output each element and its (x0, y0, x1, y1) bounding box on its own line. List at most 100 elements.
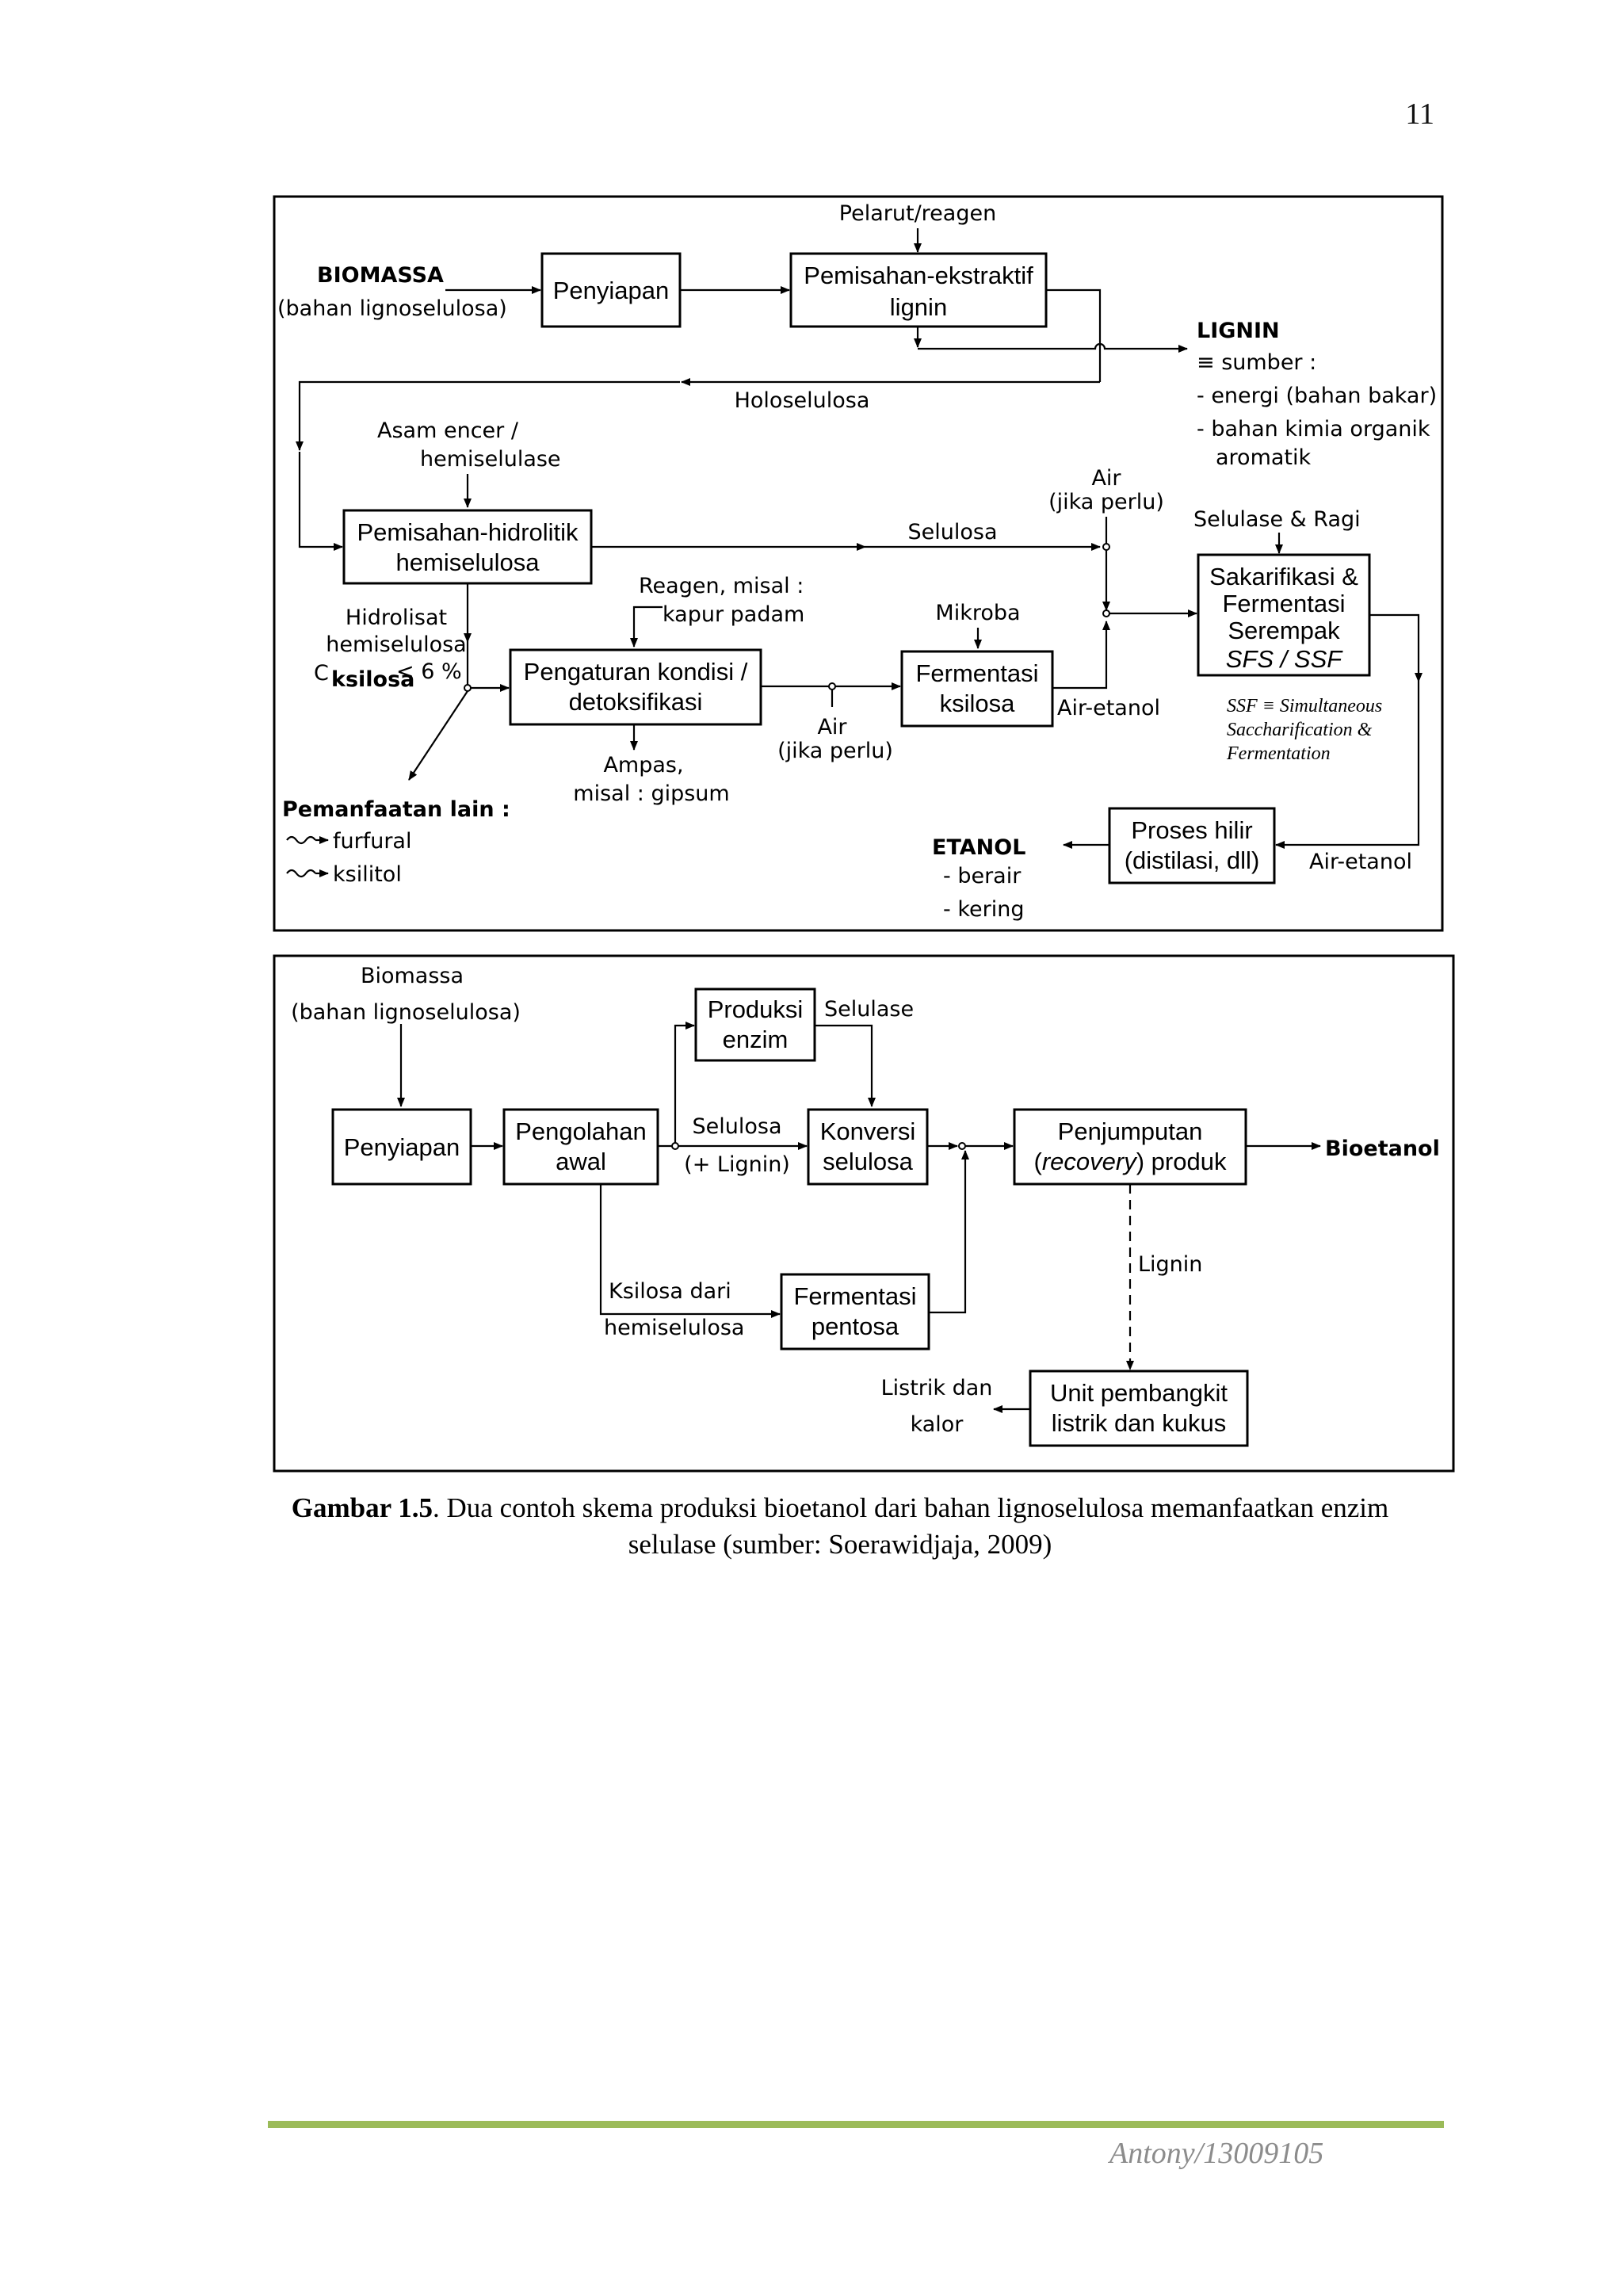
d2-label-selulosa: Selulosa (693, 1114, 782, 1139)
arrow-air-etanol-up (1052, 621, 1110, 690)
d2-box-unit-line2: listrik dan kukus (1052, 1409, 1227, 1437)
label-selulosa: Selulosa (908, 520, 998, 544)
box-fermentasi-ksilosa-line2: ksilosa (940, 690, 1016, 717)
box-ekstraktif-line2: lignin (890, 293, 947, 321)
label-biomassa: BIOMASSA (317, 263, 444, 288)
box-sakarifikasi (1197, 553, 1371, 677)
box-proses-hilir-line1: Proses hilir (1131, 816, 1252, 844)
lignin-line-3: - bahan kimia organik (1197, 417, 1430, 441)
d2-box-penyiapan-label: Penyiapan (344, 1133, 460, 1161)
label-pemanfaatan: Pemanfaatan lain : (282, 797, 510, 822)
label-holoselulosa: Holoselulosa (735, 388, 870, 413)
d2-box-pentosa-line1: Fermentasi (793, 1282, 916, 1310)
box-pengaturan-line2: detoksifikasi (569, 688, 703, 716)
d2-junction-1 (671, 1142, 679, 1150)
d2-box-pengolahan-line2: awal (556, 1148, 606, 1175)
box-sakarifikasi-line4: SFS / SSF (1226, 645, 1343, 673)
d2-box-konversi-line1: Konversi (820, 1117, 916, 1145)
d2-box-pentosa-line2: pentosa (812, 1312, 899, 1340)
junction-3 (464, 684, 472, 692)
line-holoselulosa-down (1046, 288, 1102, 382)
d2-label-ksilosa: Ksilosa dari (609, 1279, 731, 1304)
arrow-reagen-2 (630, 606, 663, 648)
d2-label-listrik: Listrik dan (881, 1376, 993, 1400)
d2-arrow-pentosa-up (929, 1150, 969, 1314)
d2-box-pengolahan-line1: Pengolahan (515, 1117, 647, 1145)
label-c-sub: ksilosa (331, 667, 414, 692)
d2-biomassa: Biomassa (361, 964, 464, 988)
box-pemisahan-ekstraktif (789, 252, 1048, 328)
d2-label-kalor: kalor (911, 1412, 964, 1437)
d2-box-penjumputan-line2: (recovery) produk (1034, 1148, 1227, 1175)
diagram1-frame (273, 195, 1444, 932)
arrow-to-pemanfaatan (408, 690, 468, 781)
label-selulase-ragi: Selulase & Ragi (1193, 507, 1361, 532)
caption-label: Gambar 1.5 (291, 1492, 433, 1523)
box-pemisahan-hidrolitik (342, 509, 593, 585)
label-ampas: Ampas, (603, 753, 683, 777)
box-hidrolitik-line2: hemiselulosa (396, 548, 540, 576)
d2-arrow-selulase (815, 1024, 876, 1107)
ssf-note-1: SSF ≡ Simultaneous (1227, 696, 1382, 716)
d2-box-konversi (807, 1108, 929, 1186)
d2-box-produksi-enzim (694, 988, 816, 1062)
d2-box-unit-pembangkit (1029, 1370, 1249, 1447)
arrow-to-lignin (918, 342, 1188, 353)
page-number: 11 (1405, 97, 1434, 131)
d2-box-penjumputan-line1: Penjumputan (1058, 1117, 1203, 1145)
label-air-etanol: Air-etanol (1057, 696, 1160, 720)
arrow-to-proses-hilir (1275, 682, 1420, 849)
label-mikroba: Mikroba (935, 601, 1020, 625)
d2-arrow-ksilosa (599, 1184, 781, 1318)
label-reagen-2: kapur padam (663, 602, 804, 627)
lignin-line-2: - energi (bahan bakar) (1197, 384, 1437, 408)
lignin-line-4: aromatik (1216, 445, 1312, 470)
footer-rule (268, 2121, 1444, 2128)
label-asam-encer-1: Asam encer / (377, 418, 519, 443)
item-ksilitol: ksilitol (333, 862, 402, 887)
box-fermentasi-ksilosa-line1: Fermentasi (915, 659, 1038, 687)
label-air-2: Air (817, 715, 847, 739)
footer-author: Antony/13009105 (1109, 2137, 1324, 2170)
line-holoselulosa-left (296, 380, 680, 451)
caption-text: . Dua contoh skema produksi bioetanol da… (433, 1492, 1389, 1560)
figure-caption: Gambar 1.5. Dua contoh skema produksi bi… (262, 1490, 1419, 1563)
lignin-line-1: ≡ sumber : (1197, 350, 1316, 375)
box-pengaturan (509, 648, 762, 726)
d2-box-konversi-line2: selulosa (823, 1148, 913, 1175)
wave-icon-1 (286, 835, 316, 845)
label-pelarut-reagen: Pelarut/reagen (839, 201, 996, 226)
label-biomassa-sub: (bahan lignoselulosa) (277, 296, 507, 321)
junction-2 (1102, 609, 1110, 617)
d2-box-penyiapan (331, 1108, 472, 1186)
box-ekstraktif-line1: Pemisahan-ekstraktif (804, 262, 1033, 289)
d2-arrow-to-produksi (674, 1022, 695, 1143)
label-air-1: Air (1091, 466, 1121, 491)
label-reagen: Reagen, misal : (639, 574, 804, 598)
d2-junction-2 (958, 1142, 966, 1150)
d2-box-penjumputan (1013, 1108, 1247, 1186)
box-fermentasi-ksilosa (900, 650, 1054, 728)
label-ampas-2: misal : gipsum (573, 781, 729, 806)
d2-box-produksi-line1: Produksi (708, 995, 804, 1023)
box-proses-hilir (1108, 807, 1276, 884)
d2-box-fermentasi-pentosa (780, 1273, 930, 1350)
box-sakarifikasi-line3: Serempak (1228, 617, 1340, 644)
d2-label-ksilosa-2: hemiselulosa (604, 1316, 744, 1340)
process-diagrams: Pelarut/reagen BIOMASSA (bahan lignoselu… (273, 195, 1455, 1473)
label-c-value: < 6 % (396, 659, 462, 684)
box-pengaturan-line1: Pengaturan kondisi / (524, 658, 748, 686)
label-air-etanol-2: Air-etanol (1309, 850, 1412, 874)
box-sakarifikasi-line2: Fermentasi (1222, 590, 1345, 617)
box-sakarifikasi-line1: Sakarifikasi & (1209, 563, 1358, 590)
diagram2-frame (273, 954, 1455, 1473)
d2-label-lignin: Lignin (1138, 1252, 1202, 1277)
box-hidrolitik-line1: Pemisahan-hidrolitik (357, 518, 579, 546)
ssf-note-2: Saccharification & (1227, 720, 1373, 740)
label-air-1-sub: (jika perlu) (1048, 490, 1164, 514)
label-hidrolisat: Hidrolisat (346, 606, 447, 630)
junction-1 (1102, 543, 1110, 551)
junction-4 (828, 682, 836, 690)
label-air-2-sub: (jika perlu) (777, 739, 893, 763)
box-proses-hilir-line2: (distilasi, dll) (1125, 846, 1260, 874)
